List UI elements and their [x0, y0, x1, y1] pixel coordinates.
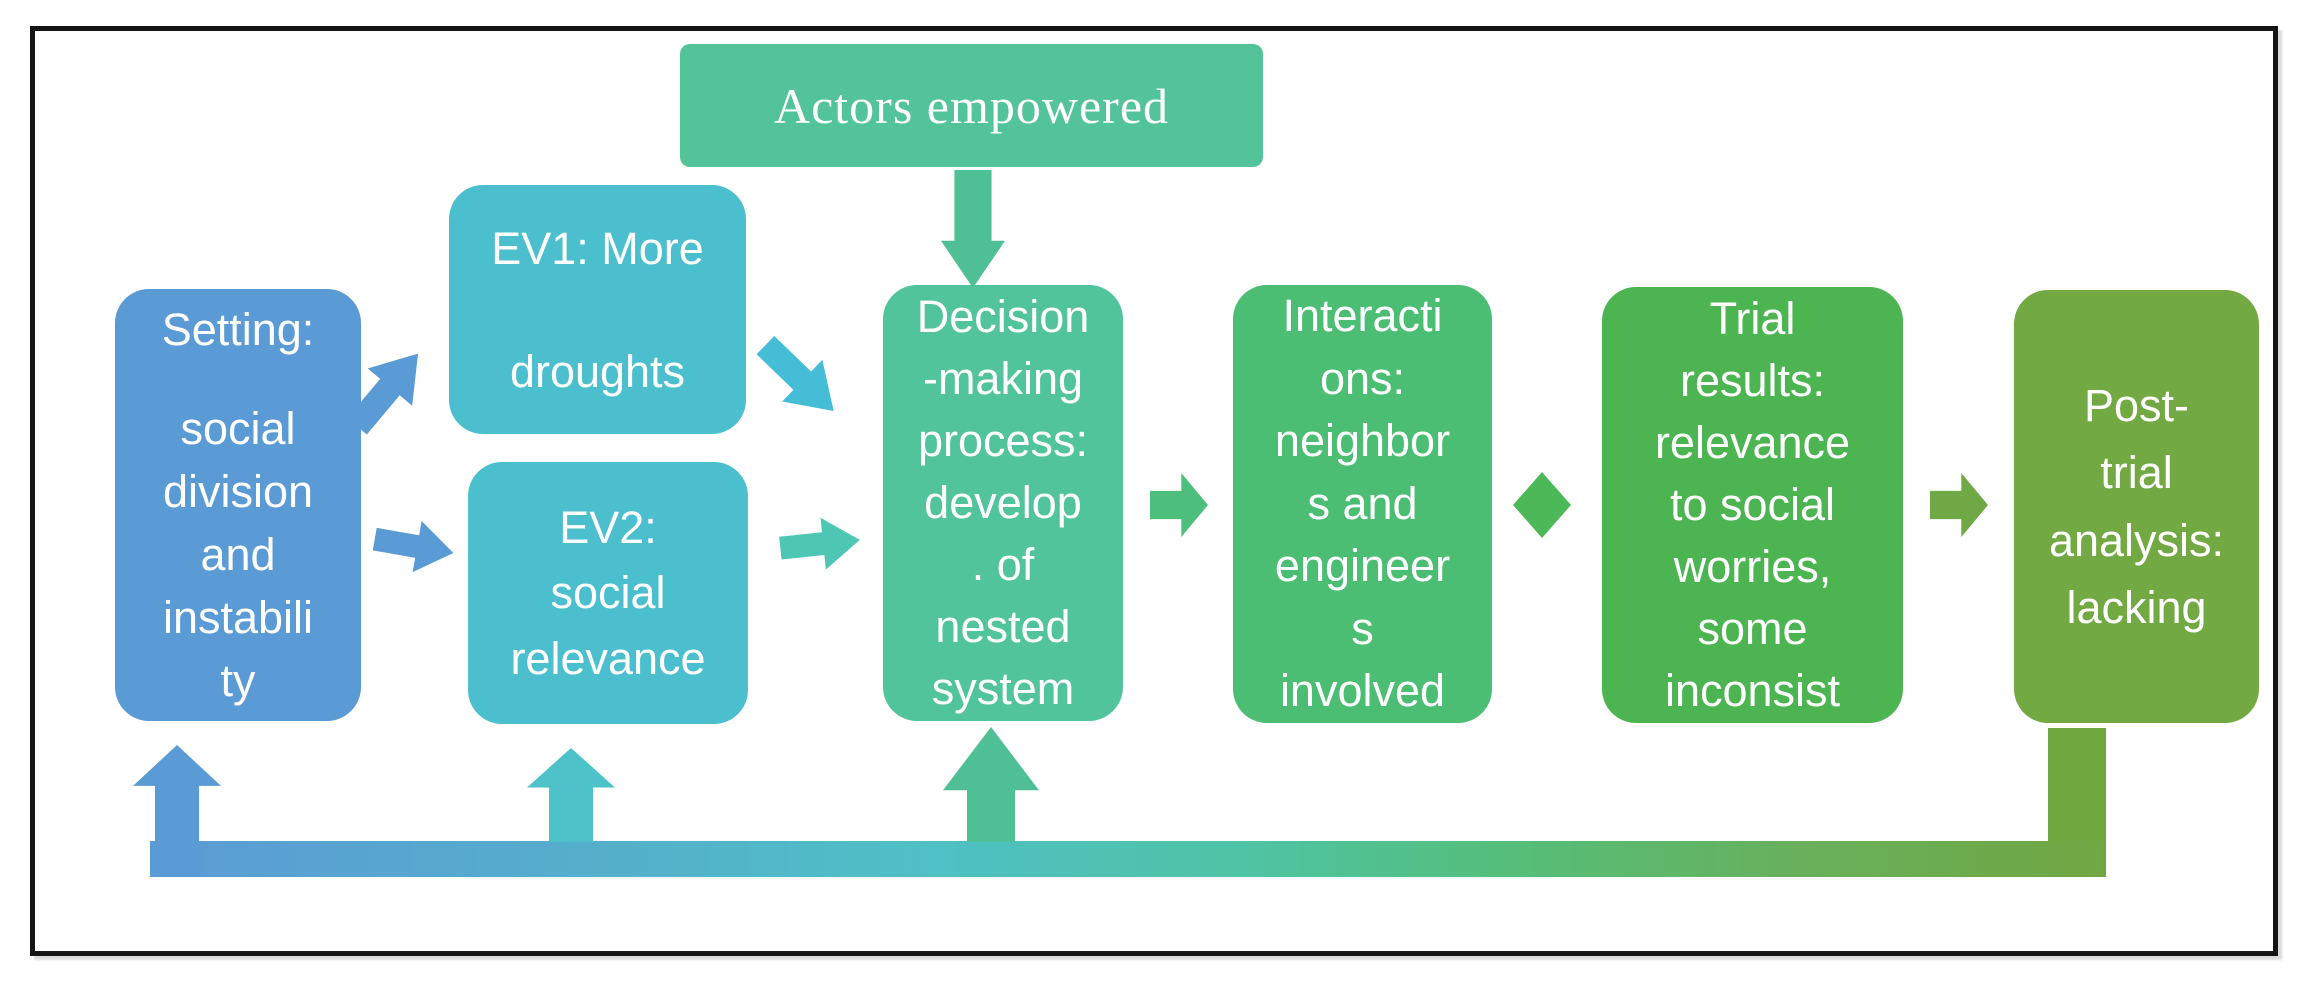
node-interactions-label: Interacti ons: neighbor s and engineer s… — [1274, 290, 1451, 717]
node-interactions: Interacti ons: neighbor s and engineer s… — [1233, 285, 1492, 723]
node-ev2-social-relevance: EV2: social relevance — [468, 462, 748, 724]
node-trial-results: Trial results: relevance to social worri… — [1602, 287, 1903, 723]
node-actors-empowered: Actors empowered — [680, 44, 1263, 167]
node-ev1-title: EV1: More — [491, 222, 704, 274]
node-setting-title: Setting: — [161, 304, 315, 355]
node-decision-making-process: Decision -making process: develop . of n… — [883, 285, 1123, 721]
node-actors-empowered-label: Actors empowered — [773, 77, 1170, 134]
node-ev1-body: droughts — [509, 345, 686, 397]
node-post-trial-analysis: Post- trial analysis: lacking — [2014, 290, 2259, 723]
node-trial-label: Trial results: relevance to social worri… — [1654, 292, 1851, 717]
node-ev2-label: EV2: social relevance — [510, 502, 706, 684]
node-posttrial-label: Post- trial analysis: lacking — [2048, 379, 2225, 634]
node-setting: Setting: social division and instabili t… — [115, 289, 361, 721]
node-setting-body: social division and instabili ty — [162, 403, 314, 706]
feedback-loop-bar — [150, 841, 2106, 877]
node-decision-label: Decision -making process: develop . of n… — [916, 290, 1090, 715]
node-ev1-more-droughts: EV1: More droughts — [449, 185, 746, 434]
